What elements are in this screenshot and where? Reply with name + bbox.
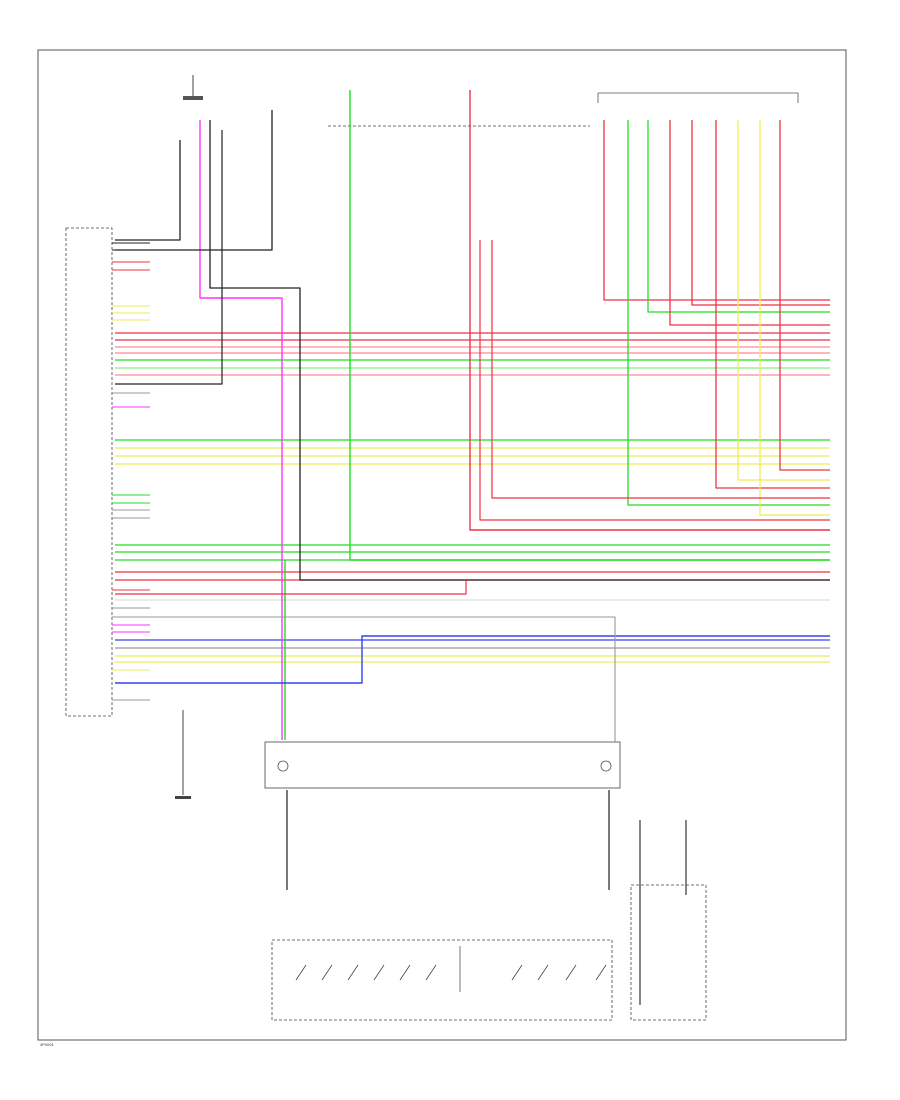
red-sub-wire xyxy=(115,580,467,595)
switch-contact-6 xyxy=(511,964,523,981)
white-to-module xyxy=(115,616,616,742)
cluster-wire-8 xyxy=(759,120,830,516)
black-wire-4 xyxy=(115,130,223,385)
steering-wheel-switch-box xyxy=(271,939,613,1021)
steering-control-module-box xyxy=(264,741,621,789)
ground-symbol-bottom xyxy=(175,710,191,799)
switch-contact-2 xyxy=(347,964,359,981)
cluster-wire-3 xyxy=(647,120,830,313)
cluster-wire-5 xyxy=(691,120,830,306)
cluster-wire-9 xyxy=(779,120,830,471)
cluster-wire-7 xyxy=(737,120,830,481)
diagram-frame xyxy=(37,49,847,1041)
junction-green-feed xyxy=(349,90,830,561)
switch-contact-5 xyxy=(425,964,437,981)
switch-contact-4 xyxy=(399,964,411,981)
switch-contact-9 xyxy=(595,964,607,981)
cluster-wire-2 xyxy=(627,120,830,506)
clock-spring-connector-right xyxy=(600,760,612,772)
switch-contact-1 xyxy=(321,964,333,981)
blue-wire xyxy=(115,635,830,684)
cluster-wire-1 xyxy=(603,120,830,301)
switch-group xyxy=(295,964,607,981)
audio-unit-connector-box xyxy=(65,227,113,717)
cluster-connector-top xyxy=(597,92,799,103)
black-wire-1 xyxy=(209,120,830,581)
junction-red-2 xyxy=(479,240,830,521)
wire-group xyxy=(112,90,830,1005)
switch-contact-7 xyxy=(537,964,549,981)
ground-symbol-top xyxy=(183,75,203,100)
magenta-wire xyxy=(199,120,283,740)
black-wire-3 xyxy=(115,140,181,241)
black-wire-2 xyxy=(115,110,273,251)
right-lower-module-box xyxy=(630,884,707,1021)
switch-contact-8 xyxy=(565,964,577,981)
diagram-code: 3P0001 xyxy=(40,1042,55,1047)
clock-spring-connector-left xyxy=(277,760,289,772)
junction-red-3 xyxy=(491,240,830,499)
cluster-wire-6 xyxy=(715,120,830,489)
switch-contact-0 xyxy=(295,964,307,981)
cluster-wire-4 xyxy=(669,120,830,326)
junction-red-feed xyxy=(469,90,830,531)
switch-contact-3 xyxy=(373,964,385,981)
